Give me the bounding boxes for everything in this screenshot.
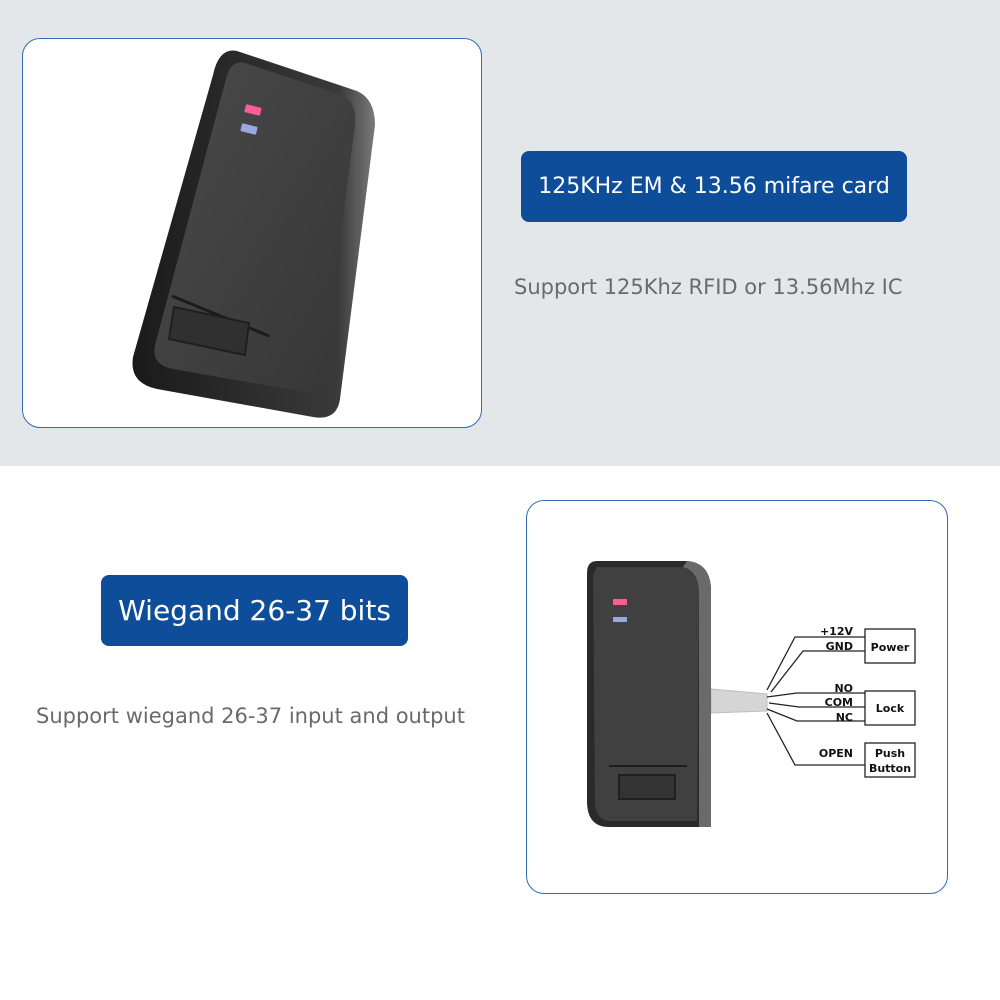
rfid-reader-image <box>132 50 375 418</box>
power-box-label: Power <box>871 641 910 654</box>
wire-label-12v: +12V <box>820 625 854 638</box>
lock-box-label: Lock <box>876 702 905 715</box>
lock-box <box>864 690 916 726</box>
diagram-led-blue <box>613 617 627 622</box>
status-led-blue <box>240 123 258 135</box>
status-led-red <box>244 104 262 116</box>
wiring-diagram: +12V GND NO COM NC OPEN Power Lock Push … <box>587 561 916 827</box>
wire-label-no: NO <box>834 682 853 695</box>
wire-label-open: OPEN <box>819 747 853 760</box>
wire-label-gnd: GND <box>826 640 853 653</box>
wiegand-heading-text: Wiegand 26-37 bits <box>118 594 391 627</box>
product-photo-frame <box>22 38 482 428</box>
wiring-diagram-frame: +12V GND NO COM NC OPEN Power Lock Push … <box>526 500 948 894</box>
wiegand-description: Support wiegand 26-37 input and output <box>36 704 465 728</box>
diagram-led-red <box>613 599 627 605</box>
push-button-label-line2: Button <box>869 762 911 775</box>
wire-label-nc: NC <box>836 711 853 724</box>
frequency-description: Support 125Khz RFID or 13.56Mhz IC <box>514 275 903 299</box>
frequency-heading-text: 125KHz EM & 13.56 mifare card <box>538 174 890 199</box>
push-button-label-line1: Push <box>875 747 905 760</box>
push-button-box <box>864 742 916 778</box>
wire-label-com: COM <box>825 696 853 709</box>
frequency-heading: 125KHz EM & 13.56 mifare card <box>521 151 907 222</box>
power-box <box>864 628 916 664</box>
wiegand-heading: Wiegand 26-37 bits <box>101 575 408 646</box>
